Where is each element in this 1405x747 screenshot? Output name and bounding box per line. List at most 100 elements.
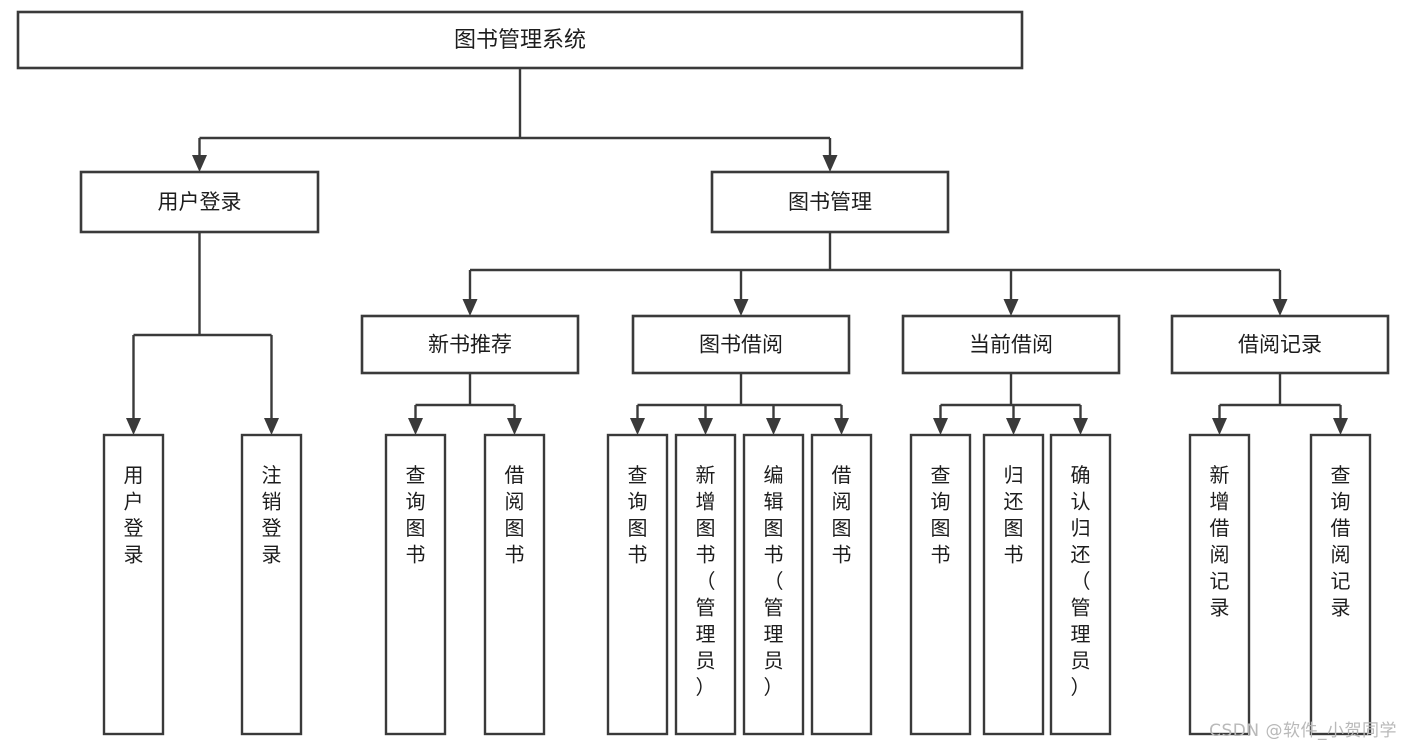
node-box-query-borrow-record[interactable] [1309,433,1372,736]
node-label-add-book-admin: 管 [696,595,716,619]
node-box-borrow-book-1[interactable] [483,433,546,736]
node-label-query-book-2: 书 [628,542,648,566]
node-box-root[interactable] [16,10,1024,70]
node-box-query-book-3[interactable] [909,433,972,736]
node-label-add-borrow-record: 借 [1210,516,1230,540]
node-book-manage[interactable]: 图书管理 [710,170,950,234]
node-label-confirm-return-admin: 管 [1071,595,1091,619]
node-box-book-borrow[interactable] [631,314,851,375]
node-label-borrow-book-1: 阅 [505,489,525,513]
node-label-query-borrow-record: 阅 [1331,542,1351,566]
node-box-borrow-record[interactable] [1170,314,1390,375]
node-label-edit-book-admin: 员 [764,648,784,672]
node-label-borrow-book-2: 书 [832,542,852,566]
arrow-icon-return-book [1006,418,1021,435]
node-label-edit-book-admin: 理 [764,622,784,646]
node-box-add-borrow-record[interactable] [1188,433,1251,736]
node-user-login-do[interactable]: 用户登录 [102,433,165,736]
node-label-confirm-return-admin: 归 [1071,516,1091,540]
node-label-add-borrow-record: 增 [1210,489,1230,513]
node-label-add-book-admin: 书 [696,542,716,566]
node-box-edit-book-admin[interactable] [742,433,805,736]
node-label-borrow-book-1: 借 [505,463,525,487]
node-label-user-login: 用户登录 [158,190,242,214]
node-label-query-borrow-record: 借 [1331,516,1351,540]
node-label-borrow-book-1: 图 [505,516,525,540]
node-book-borrow[interactable]: 图书借阅 [631,314,851,375]
node-label-user-login-do: 户 [124,489,144,513]
node-new-book-recommend[interactable]: 新书推荐 [360,314,580,375]
node-box-query-book-2[interactable] [606,433,669,736]
arrow-icon-new-book-recommend [462,299,478,316]
node-label-edit-book-admin: 图 [764,516,784,540]
node-label-confirm-return-admin: 理 [1071,622,1091,646]
node-label-query-book-3: 询 [931,489,951,513]
node-label-return-book: 归 [1004,463,1024,487]
node-box-query-book-1[interactable] [384,433,447,736]
node-root[interactable]: 图书管理系统 [16,10,1024,70]
arrow-icon-user-login [192,155,207,172]
node-label-query-book-1: 查 [406,463,426,487]
node-label-query-book-1: 图 [406,516,426,540]
node-label-confirm-return-admin: 还 [1071,542,1091,566]
node-box-confirm-return-admin[interactable] [1049,433,1112,736]
node-label-add-borrow-record: 录 [1210,595,1230,619]
node-label-add-book-admin: 员 [696,648,716,672]
node-box-borrow-book-2[interactable] [810,433,873,736]
node-user-login[interactable]: 用户登录 [79,170,320,234]
arrow-icon-book-manage [822,155,838,172]
node-label-add-borrow-record: 阅 [1210,542,1230,566]
node-label-confirm-return-admin: 认 [1071,489,1091,513]
node-label-new-book-recommend: 新书推荐 [428,333,512,357]
node-label-user-login-do: 录 [124,542,144,566]
node-label-current-borrow: 当前借阅 [969,333,1053,357]
node-label-edit-book-admin: 管 [764,595,784,619]
node-label-borrow-book-2: 图 [832,516,852,540]
node-label-add-book-admin: 图 [696,516,716,540]
node-label-add-borrow-record: 记 [1210,569,1230,593]
node-label-query-borrow-record: 查 [1331,463,1351,487]
node-box-user-logout[interactable] [240,433,303,736]
node-box-return-book[interactable] [982,433,1045,736]
node-label-edit-book-admin: 辑 [764,489,784,513]
node-label-query-book-2: 图 [628,516,648,540]
node-box-add-book-admin[interactable] [674,433,737,736]
node-box-current-borrow[interactable] [901,314,1121,375]
arrow-icon-borrow-book-2 [834,418,849,435]
arrow-icon-query-book-2 [630,418,645,435]
connector-layer [126,68,1348,435]
node-label-edit-book-admin: ） [764,675,784,699]
node-label-borrow-record: 借阅记录 [1238,333,1322,357]
node-box-user-login[interactable] [79,170,320,234]
node-label-query-book-2: 查 [628,463,648,487]
node-box-book-manage[interactable] [710,170,950,234]
node-borrow-record[interactable]: 借阅记录 [1170,314,1390,375]
arrow-icon-query-borrow-record [1333,418,1348,435]
node-box-new-book-recommend[interactable] [360,314,580,375]
node-label-borrow-book-2: 借 [832,463,852,487]
node-current-borrow[interactable]: 当前借阅 [901,314,1121,375]
node-label-return-book: 还 [1004,489,1024,513]
arrow-icon-user-login-do [126,418,141,435]
node-label-user-logout: 登 [262,516,282,540]
arrow-icon-confirm-return-admin [1073,418,1088,435]
node-label-book-manage: 图书管理 [788,190,872,214]
node-label-add-book-admin: 理 [696,622,716,646]
node-label-user-logout: 注 [262,463,282,487]
arrow-icon-book-borrow [733,299,749,316]
node-box-user-login-do[interactable] [102,433,165,736]
node-label-edit-book-admin: 书 [764,542,784,566]
